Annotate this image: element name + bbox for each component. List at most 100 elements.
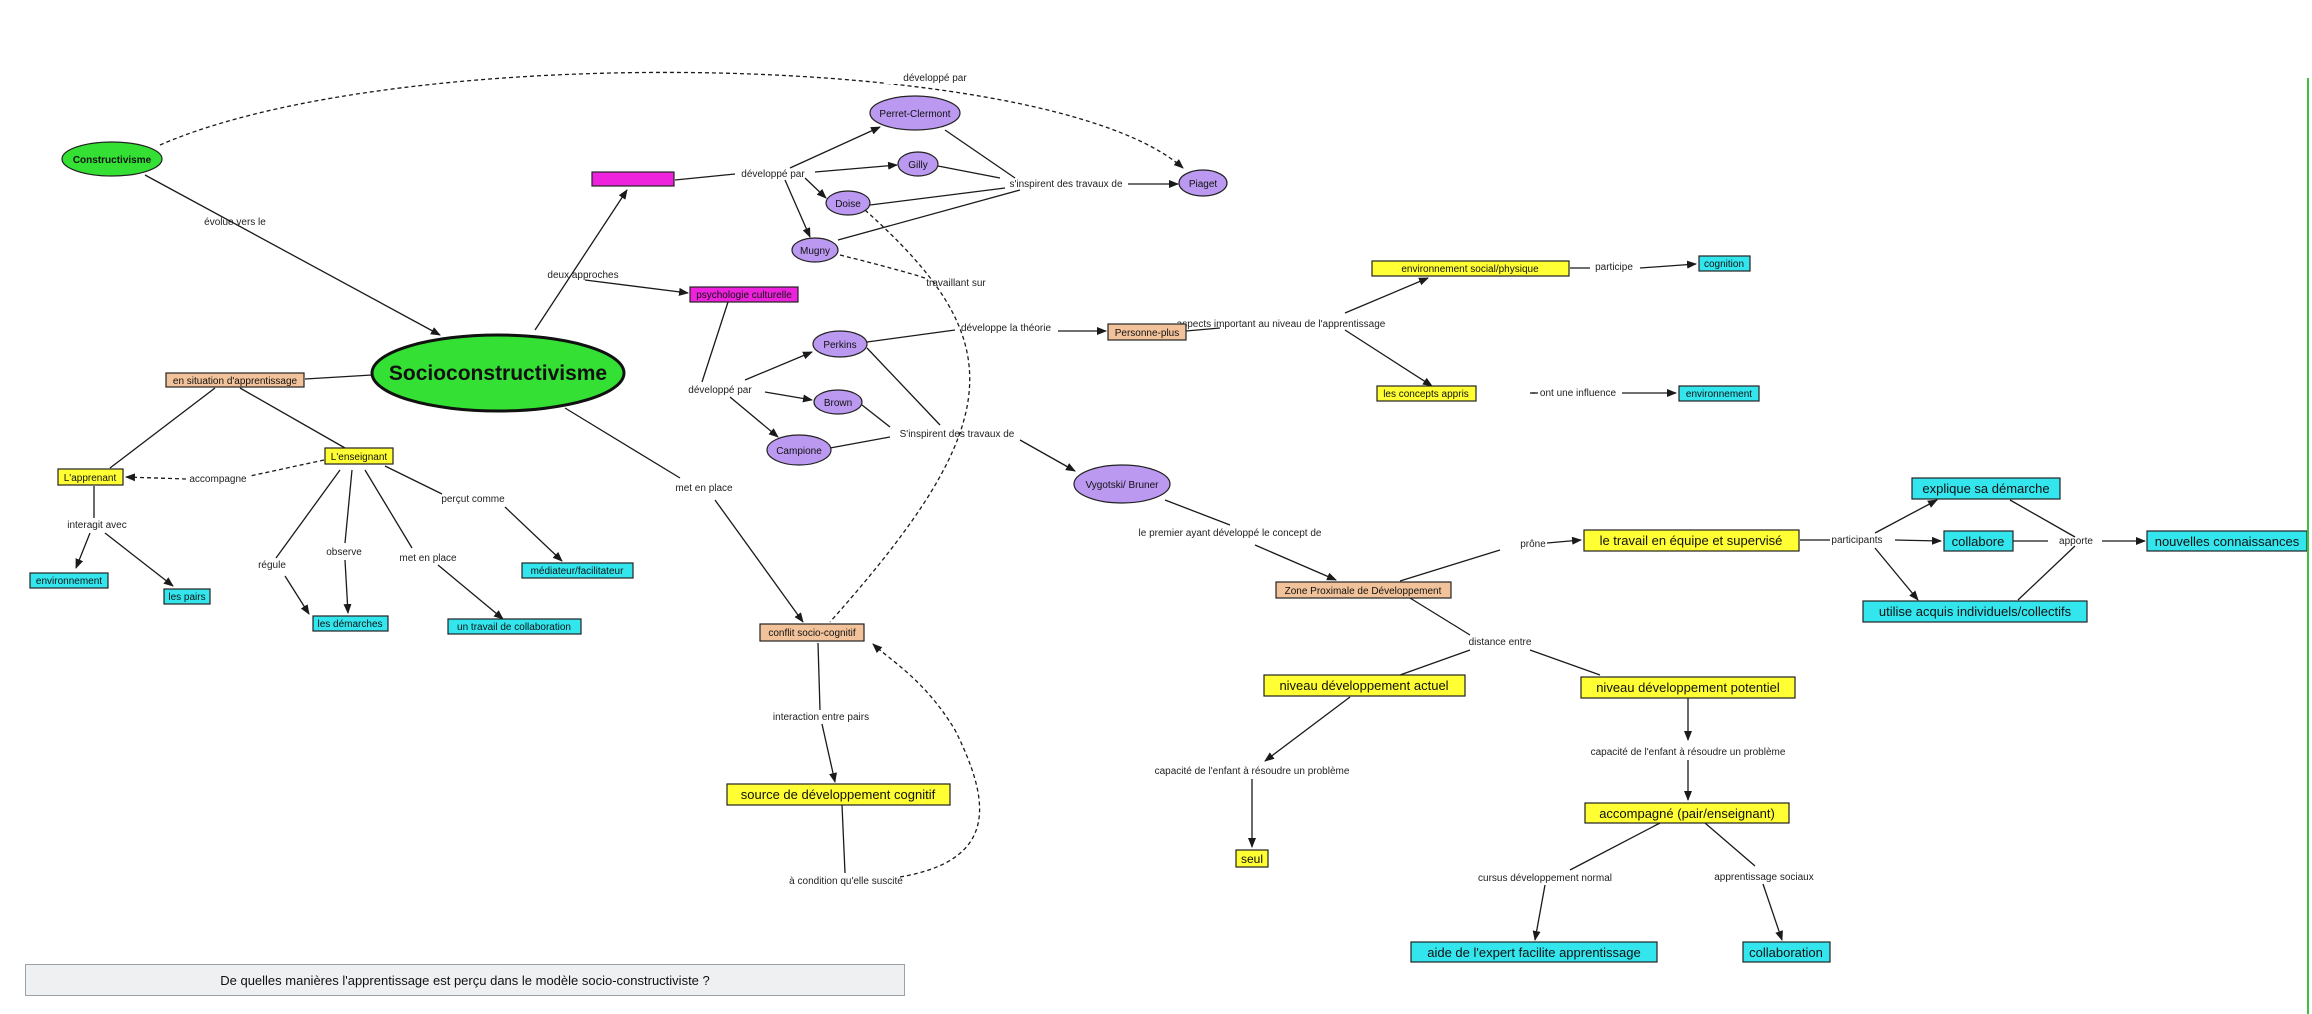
node-travail-equipe[interactable]: le travail en équipe et supervisé	[1583, 529, 1800, 552]
node-zpd[interactable]: Zone Proximale de Développement	[1275, 581, 1452, 599]
edge-ens-percu	[384, 465, 443, 495]
node-situation[interactable]: en situation d'apprentissage	[165, 372, 305, 388]
edge-interagit-pairs	[104, 532, 174, 587]
node-cognition[interactable]: cognition	[1698, 255, 1751, 272]
node-environnement-1-label: environnement	[36, 576, 102, 587]
edge-participe-cognition	[1639, 260, 1697, 269]
canvas-border-line	[2307, 78, 2309, 1014]
node-niveau-actuel-label: niveau développement actuel	[1279, 678, 1448, 693]
node-interactionniste[interactable]	[591, 171, 675, 187]
node-travail-collaboration[interactable]: un travail de collaboration	[447, 618, 582, 635]
edge-brown-insp2	[861, 404, 891, 428]
edge-ens-met	[364, 469, 413, 549]
node-environnement-2-label: environnement	[1686, 389, 1752, 400]
node-source[interactable]: source de développement cognitif	[726, 783, 951, 806]
edge-personne-aspects	[1185, 327, 1221, 332]
edge-enseignant-accompagne	[249, 459, 325, 477]
link-label-cursus: cursus développement normal	[1478, 873, 1612, 884]
node-concepts[interactable]: les concepts appris	[1376, 385, 1477, 402]
node-doise[interactable]: Doise	[825, 190, 871, 216]
node-enseignant[interactable]: L'enseignant	[324, 447, 394, 465]
node-utilise[interactable]: utilise acquis individuels/collectifs	[1862, 600, 2088, 623]
node-niveau-potentiel-label: niveau développement potentiel	[1596, 680, 1780, 695]
node-personne-plus[interactable]: Personne-plus	[1107, 323, 1187, 341]
node-socioconstructivisme[interactable]: Socioconstructivisme	[370, 333, 626, 413]
node-accompagne[interactable]: accompagné (pair/enseignant)	[1584, 802, 1790, 824]
edge-part-explique	[1874, 499, 1938, 534]
edge-dev-campione	[729, 396, 779, 438]
edge-doise-conflit	[829, 209, 971, 623]
node-utilise-label: utilise acquis individuels/collectifs	[1879, 604, 2072, 619]
node-constructivisme-label: Constructivisme	[73, 155, 152, 166]
links	[75, 71, 2146, 941]
node-niveau-actuel[interactable]: niveau développement actuel	[1263, 674, 1466, 697]
node-mugny[interactable]: Mugny	[791, 237, 839, 263]
node-collabore[interactable]: collabore	[1943, 530, 2014, 552]
link-label-deux-approches: deux approches	[547, 270, 618, 281]
edge-explique-apporte	[2009, 499, 2076, 538]
node-niveau-potentiel[interactable]: niveau développement potentiel	[1580, 676, 1796, 699]
edge-distance-actuel	[1399, 649, 1471, 676]
link-label-apprentissage-sociaux: apprentissage sociaux	[1714, 872, 1814, 883]
edge-regule-demarches	[284, 575, 310, 615]
node-concepts-label: les concepts appris	[1383, 389, 1469, 400]
node-piaget[interactable]: Piaget	[1178, 169, 1228, 197]
link-label-participants: participants	[1831, 535, 1882, 546]
node-psychologie[interactable]: psychologie culturelle	[689, 286, 799, 303]
edge-socio-situation	[304, 374, 373, 380]
node-explique-label: explique sa démarche	[1922, 481, 2049, 496]
node-environnement-2[interactable]: environnement	[1678, 385, 1760, 402]
edge-source-condition	[841, 804, 846, 874]
node-conflit[interactable]: conflit socio-cognitif	[759, 623, 865, 642]
node-constructivisme[interactable]: Constructivisme	[61, 141, 163, 177]
link-label-capacite-1: capacité de l'enfant à résoudre un probl…	[1155, 766, 1350, 777]
node-perret-clermont[interactable]: Perret-Clermont	[869, 95, 961, 131]
node-aide-expert[interactable]: aide de l'expert facilite apprentissage	[1410, 941, 1658, 963]
node-apprenant[interactable]: L'apprenant	[57, 468, 124, 486]
node-source-label: source de développement cognitif	[741, 787, 936, 802]
node-demarches[interactable]: les démarches	[312, 615, 389, 632]
node-pairs[interactable]: les pairs	[163, 588, 211, 605]
node-vygotski[interactable]: Vygotski/ Bruner	[1073, 464, 1171, 504]
node-mediateur[interactable]: médiateur/facilitateur	[521, 562, 634, 579]
node-campione[interactable]: Campione	[766, 434, 832, 466]
node-nouvelles[interactable]: nouvelles connaissances	[2146, 530, 2308, 552]
edge-dev-perkins	[744, 351, 813, 381]
edge-constructivisme-socio	[144, 174, 441, 336]
node-collabore-label: collabore	[1952, 534, 2005, 549]
node-seul[interactable]: seul	[1235, 849, 1269, 868]
edge-cursus-aide	[1532, 884, 1546, 941]
link-label-met-en-place: met en place	[675, 483, 733, 494]
link-label-prone: prône	[1520, 539, 1546, 550]
link-label-developpe-par-1: développé par	[741, 169, 805, 180]
link-label-distance: distance entre	[1469, 637, 1532, 648]
nodes: Constructivisme Socioconstructivisme en …	[29, 95, 2308, 963]
edge-psycho-dev	[701, 301, 729, 383]
node-collaboration[interactable]: collaboration	[1742, 941, 1831, 963]
node-zpd-label: Zone Proximale de Développement	[1285, 586, 1442, 597]
node-gilly[interactable]: Gilly	[897, 151, 939, 177]
node-seul-label: seul	[1241, 852, 1263, 866]
node-nouvelles-label: nouvelles connaissances	[2155, 534, 2300, 549]
node-brown[interactable]: Brown	[813, 389, 863, 415]
node-environnement-1[interactable]: environnement	[29, 572, 109, 589]
node-explique[interactable]: explique sa démarche	[1911, 477, 2061, 500]
link-label-inspirent-2: S'inspirent des travaux de	[900, 429, 1015, 440]
edge-dev-mugny	[784, 179, 811, 238]
node-collaboration-label: collaboration	[1749, 945, 1823, 960]
edge-situation-enseignant	[239, 387, 346, 449]
edge-percu-mediateur	[504, 506, 563, 562]
node-perkins[interactable]: Perkins	[812, 330, 868, 358]
edge-socio-interactionniste	[534, 189, 628, 331]
edge-met-travail	[437, 564, 504, 620]
edge-situation-apprenant	[109, 387, 216, 469]
link-label-travaillant: travaillant sur	[926, 278, 986, 289]
node-env-social[interactable]: environnement social/physique	[1371, 260, 1570, 277]
edge-perret-insp	[944, 129, 1016, 179]
node-aide-label: aide de l'expert facilite apprentissage	[1427, 945, 1641, 960]
node-apprenant-label: L'apprenant	[64, 473, 117, 484]
edge-insp2-vygotski	[1019, 439, 1076, 472]
edge-campione-insp2	[829, 436, 891, 449]
node-enseignant-label: L'enseignant	[331, 452, 388, 463]
edge-aspects-env	[1344, 277, 1429, 314]
